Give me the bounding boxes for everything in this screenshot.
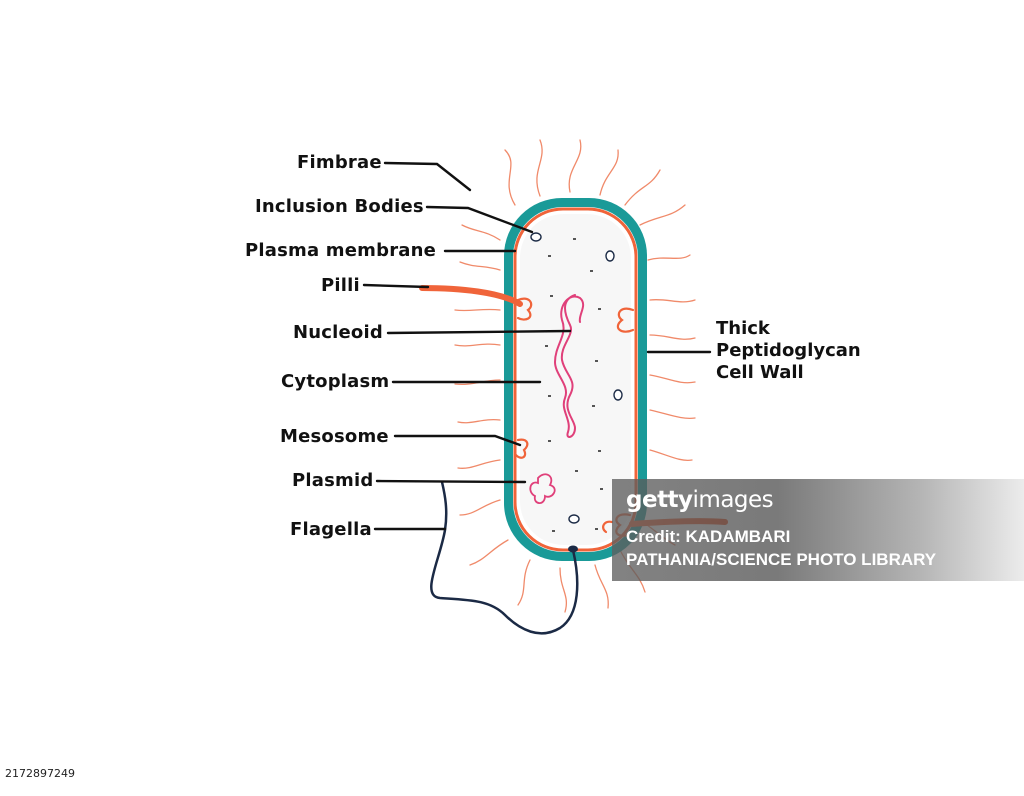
label-cell-wall-line-1: Thick: [716, 318, 770, 339]
getty-watermark: gettyimages Credit: KADAMBARI PATHANIA/S…: [612, 479, 1024, 581]
label-cell-wall-line-2: Peptidoglycan: [716, 340, 861, 361]
label-cytoplasm: Cytoplasm: [281, 371, 390, 392]
label-pilli: Pilli: [321, 275, 360, 296]
credit-line-1: Credit: KADAMBARI: [626, 527, 791, 546]
photo-credit: Credit: KADAMBARI PATHANIA/SCIENCE PHOTO…: [626, 525, 936, 571]
inclusion-bodies: [530, 232, 623, 524]
label-nucleoid: Nucleoid: [293, 322, 383, 343]
credit-line-2: PATHANIA/SCIENCE PHOTO LIBRARY: [626, 550, 937, 569]
logo-bold: getty: [626, 487, 693, 513]
logo-light: images: [692, 487, 774, 513]
leader-lines: [362, 161, 712, 531]
label-cell-wall: Thick Peptidoglycan Cell Wall: [716, 318, 861, 384]
cytoplasm: [520, 214, 631, 545]
label-cell-wall-line-3: Cell Wall: [716, 362, 804, 383]
label-fimbrae: Fimbrae: [297, 152, 382, 173]
label-mesosome: Mesosome: [280, 426, 389, 447]
basal-body: [568, 545, 578, 553]
label-plasmid: Plasmid: [292, 470, 374, 491]
label-flagella: Flagella: [290, 519, 372, 540]
getty-logo: gettyimages: [626, 487, 774, 513]
nucleoid: [553, 294, 585, 438]
ribosome-dots: [545, 238, 603, 532]
label-plasma-membrane: Plasma membrane: [245, 240, 437, 261]
label-inclusion-bodies: Inclusion Bodies: [255, 196, 424, 217]
image-id: 2172897249: [2, 766, 78, 781]
plasmid: [529, 473, 556, 505]
